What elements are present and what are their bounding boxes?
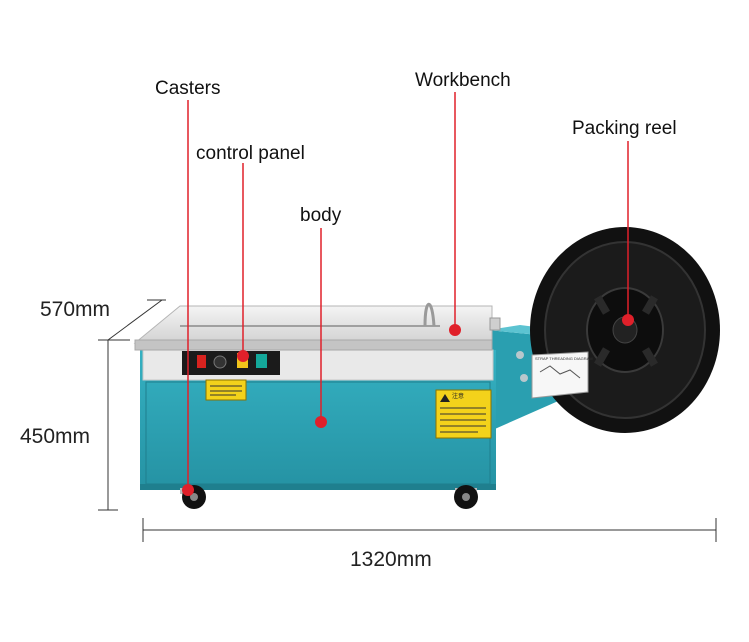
warning-labels: 注意 — [205, 379, 492, 439]
body-dot — [315, 416, 327, 428]
packing-reel-label: Packing reel — [572, 118, 677, 139]
dimension-lines — [98, 299, 717, 542]
packing-reel-dot — [622, 314, 634, 326]
threading-chart: STRAP THREADING DIAGRAM — [531, 351, 593, 399]
callout-leaders — [182, 92, 634, 496]
threading-chart-title: STRAP THREADING DIAGRAM — [535, 356, 593, 361]
workbench-dot — [449, 324, 461, 336]
depth-dim-line — [107, 299, 163, 341]
casters-dot — [182, 484, 194, 496]
casters-label: Casters — [155, 78, 221, 99]
length-dimension: 1320mm — [350, 548, 432, 571]
warning-sign-text: 注意 — [452, 392, 464, 400]
control-panel-dot — [237, 350, 249, 362]
workbench-top — [133, 302, 501, 351]
workbench-label: Workbench — [415, 70, 511, 91]
packing-reel — [530, 227, 720, 433]
control-panel-strip — [142, 349, 494, 381]
body-label: body — [300, 205, 342, 226]
depth-dimension: 570mm — [40, 298, 111, 321]
height-dimension: 450mm — [20, 425, 91, 448]
control-panel-label: control panel — [196, 143, 305, 164]
